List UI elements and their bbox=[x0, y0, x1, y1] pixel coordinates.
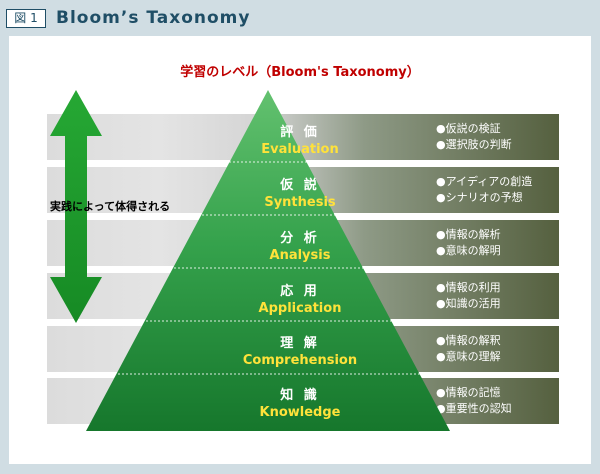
note-text: ●選択肢の判断 bbox=[436, 138, 512, 151]
level-en-label: Analysis bbox=[269, 248, 331, 263]
level-label-application: 応 用 Application bbox=[0, 283, 600, 318]
level-notes-synthesis: ●アイディアの創造 ●シナリオの予想 bbox=[436, 174, 532, 206]
note-text: ●重要性の認知 bbox=[436, 402, 512, 415]
level-label-comprehension: 理 解 Comprehension bbox=[0, 335, 600, 370]
level-band-evaluation bbox=[47, 114, 559, 160]
level-en-label: Knowledge bbox=[259, 405, 341, 420]
level-en-label: Comprehension bbox=[242, 353, 358, 368]
note-text: ●知識の活用 bbox=[436, 297, 501, 310]
level-jp-label: 分 析 bbox=[280, 231, 320, 246]
level-label-knowledge: 知 識 Knowledge bbox=[0, 387, 600, 422]
note-text: ●シナリオの予想 bbox=[436, 191, 523, 204]
figure-number-label: 図 1 bbox=[6, 9, 46, 28]
level-en-label: Application bbox=[258, 301, 342, 316]
level-label-synthesis: 仮 説 Synthesis bbox=[0, 177, 600, 212]
note-text: ●意味の解明 bbox=[436, 244, 501, 257]
level-notes-comprehension: ●情報の解釈 ●意味の理解 bbox=[436, 333, 501, 365]
level-label-analysis: 分 析 Analysis bbox=[0, 230, 600, 265]
note-text: ●意味の理解 bbox=[436, 350, 501, 363]
note-text: ●アイディアの創造 bbox=[436, 175, 533, 188]
level-notes-evaluation: ●仮説の検証 ●選択肢の判断 bbox=[436, 121, 512, 153]
level-jp-label: 応 用 bbox=[280, 284, 320, 299]
level-notes-analysis: ●情報の解析 ●意味の解明 bbox=[436, 227, 501, 259]
figure-title: Bloom’s Taxonomy bbox=[56, 8, 251, 28]
note-text: ●仮説の検証 bbox=[436, 122, 501, 135]
side-arrow-label: 実践によって体得される bbox=[50, 200, 171, 213]
pyramid-dividers bbox=[98, 161, 438, 375]
level-jp-label: 理 解 bbox=[280, 336, 320, 351]
level-jp-label: 知 識 bbox=[280, 388, 320, 403]
level-jp-label: 評 価 bbox=[280, 125, 320, 140]
note-text: ●情報の解析 bbox=[436, 228, 501, 241]
note-text: ●情報の記憶 bbox=[436, 386, 501, 399]
level-notes-knowledge: ●情報の記憶 ●重要性の認知 bbox=[436, 385, 512, 417]
level-notes-application: ●情報の利用 ●知識の活用 bbox=[436, 280, 501, 312]
level-label-evaluation: 評 価 Evaluation bbox=[0, 124, 600, 159]
level-en-label: Evaluation bbox=[261, 142, 339, 157]
level-jp-label: 仮 説 bbox=[280, 178, 320, 193]
diagram-title: 学習のレベル（Bloom's Taxonomy） bbox=[180, 65, 420, 80]
note-text: ●情報の解釈 bbox=[436, 334, 501, 347]
note-text: ●情報の利用 bbox=[436, 281, 501, 294]
pyramid-shape bbox=[86, 90, 450, 431]
level-en-label: Synthesis bbox=[264, 195, 336, 210]
double-headed-vertical-arrow-icon bbox=[50, 90, 102, 323]
